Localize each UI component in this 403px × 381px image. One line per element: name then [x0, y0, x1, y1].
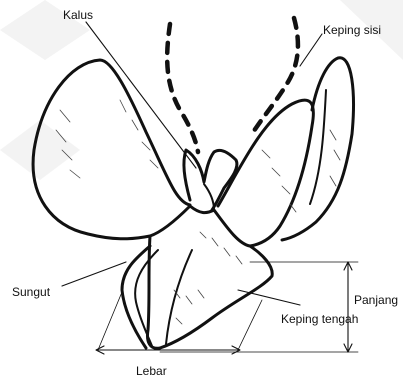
- label-panjang: Panjang: [354, 293, 398, 307]
- label-keping-sisi: Keping sisi: [323, 23, 381, 37]
- mid-lobe: [148, 206, 273, 348]
- keping-tengah-leader: [238, 290, 300, 305]
- lebar-arrow: [96, 346, 240, 354]
- lebar-guide-right: [238, 300, 262, 350]
- label-kalus: Kalus: [63, 8, 93, 22]
- lebar-guide-left: [98, 292, 122, 350]
- left-antenna-inner: [135, 250, 158, 346]
- keping-sisi-leader: [300, 34, 322, 66]
- right-side-lobe: [218, 100, 313, 246]
- callus-inner: [204, 184, 214, 210]
- callus-shape: [184, 150, 237, 210]
- kalus-leader: [86, 22, 196, 168]
- label-sungut: Sungut: [12, 285, 51, 299]
- label-lebar: Lebar: [136, 364, 167, 378]
- dashed-outline-left: [167, 24, 198, 152]
- panjang-arrow: [344, 262, 352, 352]
- right-lobe-tip: [282, 58, 353, 240]
- label-keping-tengah: Keping tengah: [281, 312, 358, 326]
- sungut-leader: [62, 262, 126, 286]
